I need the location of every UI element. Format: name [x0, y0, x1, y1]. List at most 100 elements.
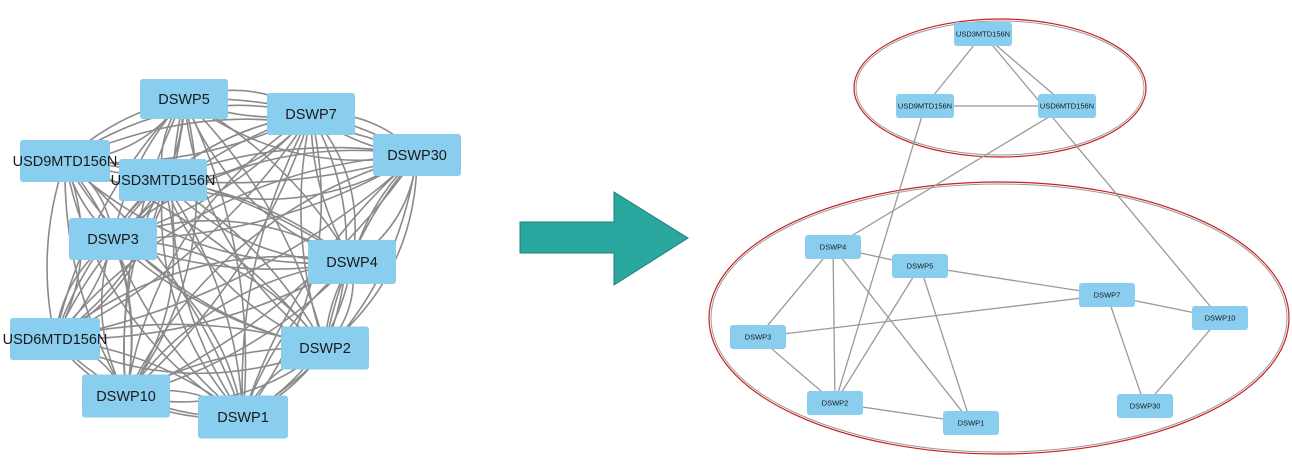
node-label: DSWP5: [907, 262, 934, 271]
node-label: DSWP30: [387, 148, 447, 164]
left-edge: [125, 98, 198, 397]
node-box: [267, 93, 355, 135]
node-label: DSWP2: [299, 341, 351, 357]
node-box: [943, 411, 999, 435]
right-edge: [757, 246, 834, 338]
left-node-dswp2: DSWP2: [281, 326, 369, 370]
left-edge: [54, 154, 418, 340]
left-edge: [160, 179, 244, 418]
right-node-dswp2: DSWP2: [807, 391, 863, 415]
right-node-dswp10: DSWP10: [1192, 306, 1248, 330]
node-box: [373, 134, 461, 176]
right-node-dswp1: DSWP1: [943, 411, 999, 435]
node-box: [10, 318, 100, 360]
left-edge: [54, 98, 185, 340]
node-label: DSWP10: [96, 389, 156, 405]
node-box: [805, 235, 861, 259]
right-node-usd9mtd156n: USD9MTD156N: [896, 94, 954, 118]
right-node-dswp7: DSWP7: [1079, 283, 1135, 307]
right-edge: [832, 246, 972, 424]
cluster-outline-top: [853, 18, 1147, 158]
right-edge: [919, 265, 972, 424]
left-edge: [64, 154, 418, 184]
right-edge: [757, 294, 1108, 338]
left-edge: [171, 98, 244, 418]
node-label: USD6MTD156N: [1040, 102, 1094, 111]
node-label: DSWP4: [326, 255, 378, 271]
left-edge: [122, 179, 164, 397]
node-label: DSWP4: [820, 243, 847, 252]
node-label: DSWP3: [745, 333, 772, 342]
cluster-outline-bottom: [708, 181, 1290, 455]
node-label: USD3MTD156N: [956, 30, 1010, 39]
left-edge: [54, 154, 418, 340]
node-box: [954, 22, 1012, 46]
left-edge: [183, 98, 326, 349]
node-label: DSWP7: [285, 107, 337, 123]
node-box: [730, 325, 786, 349]
left-node-dswp4: DSWP4: [308, 240, 396, 284]
left-edge: [310, 113, 348, 349]
right-edge: [919, 265, 1108, 296]
left-edge: [64, 118, 418, 162]
node-label: USD9MTD156N: [13, 154, 118, 170]
right-graph-nodes: USD3MTD156N USD9MTD156N USD6MTD156N DSWP…: [730, 22, 1248, 435]
left-node-dswp7: DSWP7: [267, 93, 355, 135]
left-graph-nodes: DSWP5 DSWP7 DSWP30 USD9MTD156N USD3MTD15…: [3, 79, 461, 439]
node-box: [807, 391, 863, 415]
node-label: DSWP2: [822, 399, 849, 408]
transition-arrow-icon: [519, 191, 689, 286]
right-node-dswp5: DSWP5: [892, 254, 948, 278]
node-box: [119, 159, 207, 201]
left-edge: [162, 179, 244, 418]
left-node-dswp5: DSWP5: [140, 79, 228, 119]
node-label: DSWP1: [217, 410, 269, 426]
left-edge: [241, 113, 312, 418]
left-node-dswp1: DSWP1: [198, 395, 288, 439]
right-edge: [834, 105, 926, 404]
right-edge: [1106, 294, 1146, 407]
right-node-dswp30: DSWP30: [1117, 394, 1173, 418]
node-label: DSWP10: [1205, 314, 1236, 323]
left-node-usd6mtd156n: USD6MTD156N: [3, 318, 108, 360]
node-box: [82, 374, 170, 418]
node-label: USD9MTD156N: [898, 102, 952, 111]
left-edge: [300, 113, 326, 349]
right-node-dswp4: DSWP4: [805, 235, 861, 259]
node-label: DSWP30: [1130, 402, 1161, 411]
node-label: DSWP3: [87, 232, 139, 248]
node-box: [1117, 394, 1173, 418]
node-box: [140, 79, 228, 119]
right-node-dswp3: DSWP3: [730, 325, 786, 349]
node-box: [281, 326, 369, 370]
right-edge: [832, 246, 836, 404]
node-label: DSWP1: [958, 419, 985, 428]
left-node-dswp10: DSWP10: [82, 374, 170, 418]
node-label: DSWP5: [158, 92, 210, 108]
left-node-usd3mtd156n: USD3MTD156N: [111, 159, 216, 201]
right-edge: [834, 265, 921, 404]
right-edge: [1144, 317, 1221, 407]
node-box: [69, 218, 157, 260]
node-label: USD6MTD156N: [3, 332, 108, 348]
node-label: USD3MTD156N: [111, 173, 216, 189]
left-node-dswp30: DSWP30: [373, 134, 461, 176]
left-node-usd9mtd156n: USD9MTD156N: [13, 140, 118, 182]
node-box: [896, 94, 954, 118]
left-node-dswp3: DSWP3: [69, 218, 157, 260]
node-box: [1079, 283, 1135, 307]
node-box: [198, 395, 288, 439]
node-box: [1038, 94, 1096, 118]
node-label: DSWP7: [1094, 291, 1121, 300]
left-edge: [125, 179, 175, 397]
node-box: [308, 240, 396, 284]
right-node-usd3mtd156n: USD3MTD156N: [954, 22, 1012, 46]
right-edge: [982, 33, 1221, 319]
right-node-usd6mtd156n: USD6MTD156N: [1038, 94, 1096, 118]
node-box: [892, 254, 948, 278]
node-box: [20, 140, 110, 182]
right-graph-edges: [757, 33, 1221, 424]
node-box: [1192, 306, 1248, 330]
right-edge: [832, 105, 1068, 248]
